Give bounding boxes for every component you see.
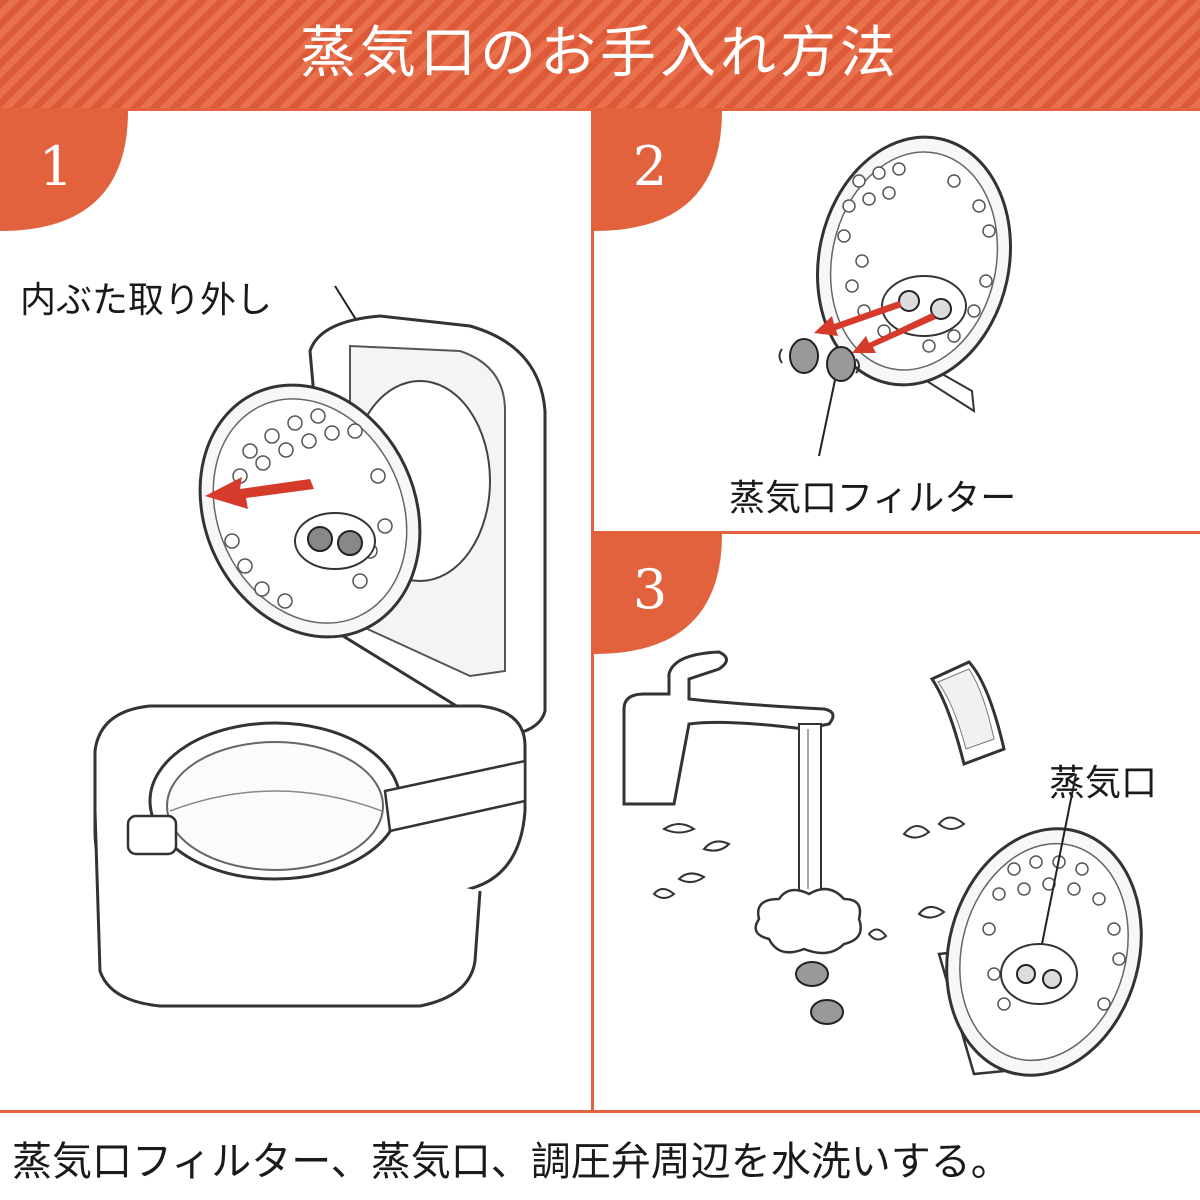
step-3-label: 蒸気口	[1049, 763, 1158, 804]
step-2-number: 2	[632, 135, 668, 198]
step-2-panel: 2 蒸気口フィルター	[591, 108, 1200, 534]
page-title: 蒸気口のお手入れ方法	[300, 21, 900, 86]
footer: 蒸気口フィルター、蒸気口、調圧弁周辺を水洗いする。	[0, 1113, 1200, 1200]
inner-lid-illustration	[778, 135, 1012, 457]
washing-illustration	[622, 650, 1143, 1077]
step-2-badge: 2	[594, 111, 722, 231]
step-1-badge: 1	[0, 111, 128, 231]
step-1-number: 1	[38, 135, 74, 198]
step-1-label: 内ぶた取り外し	[20, 280, 273, 321]
rice-cooker-illustration	[93, 285, 547, 1008]
step-3-number: 3	[632, 558, 668, 621]
footer-caption: 蒸気口フィルター、蒸気口、調圧弁周辺を水洗いする。	[12, 1139, 1011, 1185]
step-2-label: 蒸気口フィルター	[729, 478, 1017, 519]
step-3-badge: 3	[594, 534, 722, 654]
step-3-panel: 3 蒸気口	[591, 531, 1200, 1113]
header-banner: 蒸気口のお手入れ方法	[0, 0, 1200, 108]
step-1-panel: 1 内ぶた取り外し	[0, 108, 594, 1113]
